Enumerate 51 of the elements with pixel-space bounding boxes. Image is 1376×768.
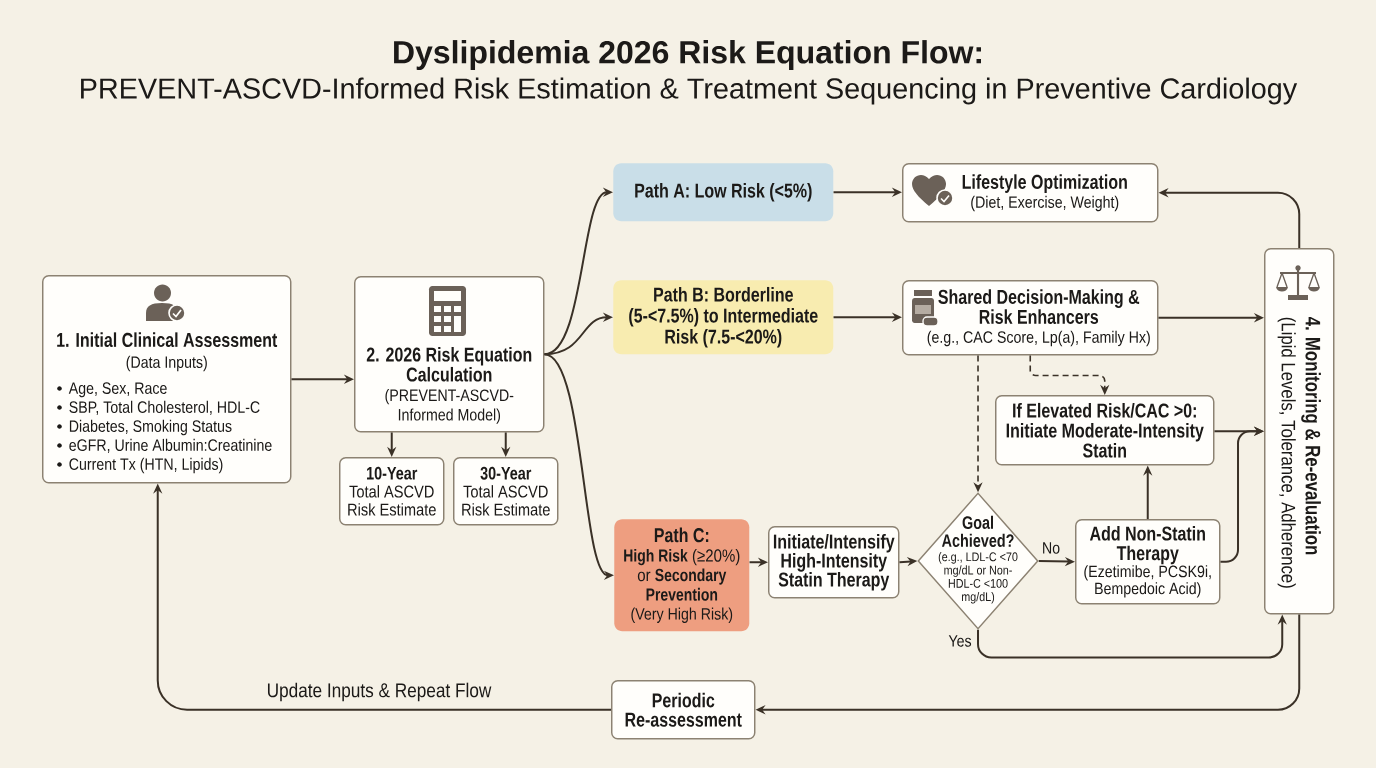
decision-diamond [917, 492, 1039, 630]
box-text: High Risk (≥20%) or Secondary Prevention [624, 548, 740, 601]
risk-path-box [614, 519, 750, 632]
box-title: Goal Achieved? [941, 515, 1014, 547]
box-text: Total ASCVD Risk Estimate [348, 485, 436, 516]
box-title: Path B: Borderline (5-<7.5%) to Intermediate Risk (7.5-<20%) [629, 286, 818, 348]
box-text: (e.g., CAC Score, Lp(a), Family Hx) [927, 330, 1150, 347]
box-title: 10-Year [367, 466, 418, 480]
box-text: Total ASCVD Risk Estimate [462, 485, 550, 516]
result-box [453, 457, 559, 526]
list-item: eGFR, Urine Albumin:Creatinine [69, 438, 272, 453]
box-title: 2. 2026 Risk Equation Calculation [366, 346, 532, 382]
subtitle: PREVENT-ASCVD-Informed Risk Estimation & Treatment Sequencing in Preventive Cardiology [81, 77, 1298, 105]
list-item: SBP, Total Cholesterol, HDL-C [69, 400, 260, 415]
box-text: (Data Inputs) [126, 355, 207, 372]
process-box [768, 526, 900, 599]
box-text: (Diet, Exercise, Weight) [971, 195, 1119, 212]
process-box [995, 395, 1215, 466]
process-box [1264, 248, 1335, 615]
title: Dyslipidemia 2026 Risk Equation Flow: [394, 40, 981, 70]
process-box [902, 280, 1159, 356]
process-box [354, 276, 545, 433]
box-text: (PREVENT-ASCVD-Informed Model) [385, 388, 514, 424]
risk-path-box [613, 163, 834, 222]
box-title: 4. Monitoring & Re-evaluation [1301, 317, 1321, 555]
box-title: Initiate/Intensify High-Intensity Statin Therapy [773, 533, 895, 591]
edge-label: Update Inputs & Repeat Flow [264, 680, 494, 704]
box-title: Shared Decision-Making & Risk Enhancers [938, 289, 1140, 324]
box-text: (e.g., LDL-C <70 mg/dL or Non-HDL-C <100 mg/dL) [938, 552, 1018, 604]
box-title: Path A: Low Risk (<5%) [635, 182, 812, 202]
edge-label: Yes [946, 633, 974, 649]
box-text: (Very High Risk) [631, 607, 733, 623]
box-title: 1. Initial Clinical Assessment [57, 332, 278, 347]
box-title: Path C: [654, 527, 709, 543]
box-title: Periodic Re-assessment [625, 692, 742, 727]
box-title: If Elevated Risk/CAC >0: Initiate Moderate-Intensity Statin [1006, 402, 1204, 458]
process-box [1075, 519, 1221, 605]
result-box [339, 457, 445, 526]
list-item: Diabetes, Smoking Status [69, 419, 232, 436]
list-item: Current Tx (HTN, Lipids) [69, 457, 223, 474]
edge-label: No [1039, 540, 1063, 556]
list-item: Age, Sex, Race [68, 382, 167, 398]
process-box [611, 680, 756, 740]
box-text: (Ezetimibe, PCSK9i, Bempedoic Acid) [1084, 565, 1211, 598]
box-title: Add Non-Statin Therapy [1089, 525, 1205, 565]
process-box [42, 275, 292, 484]
box-title: 30-Year [480, 466, 532, 480]
process-box [902, 163, 1159, 223]
box-text: (Lipid Levels, Tolerance, Adherence) [1277, 317, 1296, 588]
risk-path-box [613, 280, 834, 355]
box-title: Lifestyle Optimization [962, 174, 1127, 193]
